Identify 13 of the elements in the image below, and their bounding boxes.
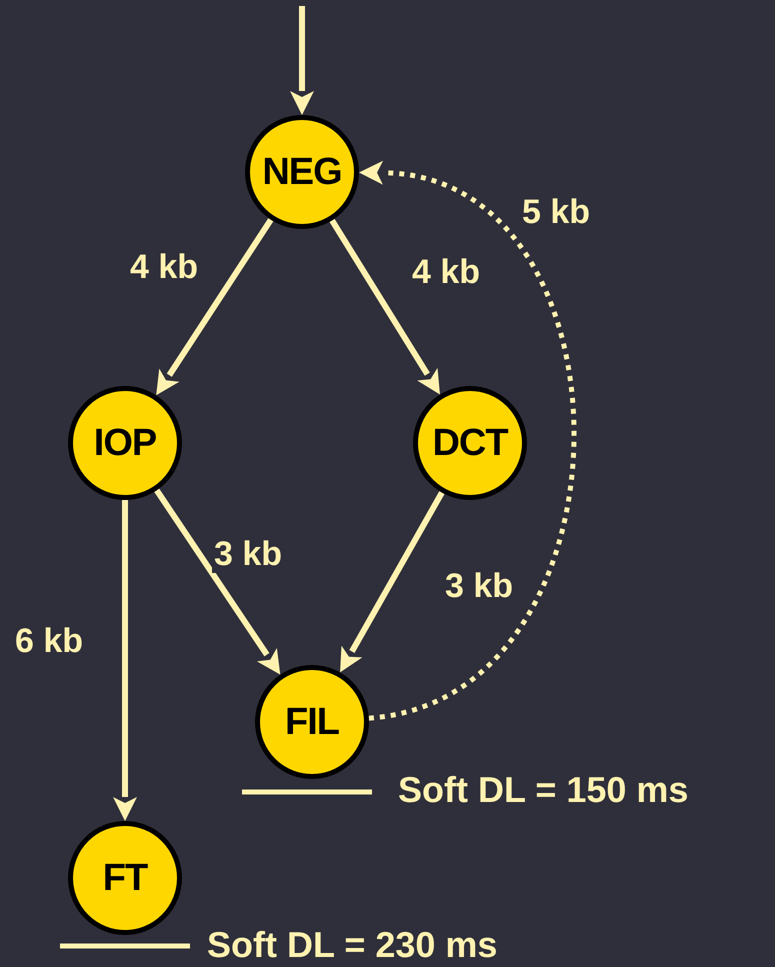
arrow: [359, 160, 576, 721]
node-label: NEG: [262, 150, 342, 194]
arrow: [113, 500, 137, 821]
node-label: FT: [102, 856, 148, 900]
arrow: [154, 488, 280, 675]
node-label: FIL: [285, 700, 339, 744]
deadline-label: Soft DL = 150 ms: [398, 770, 688, 810]
deadline-label: Soft DL = 230 ms: [207, 925, 498, 965]
arrow: [340, 491, 445, 672]
node-label: IOP: [94, 422, 156, 464]
arrow: [290, 6, 314, 115]
node-label: DCT: [432, 422, 508, 464]
arrow: [156, 218, 274, 396]
